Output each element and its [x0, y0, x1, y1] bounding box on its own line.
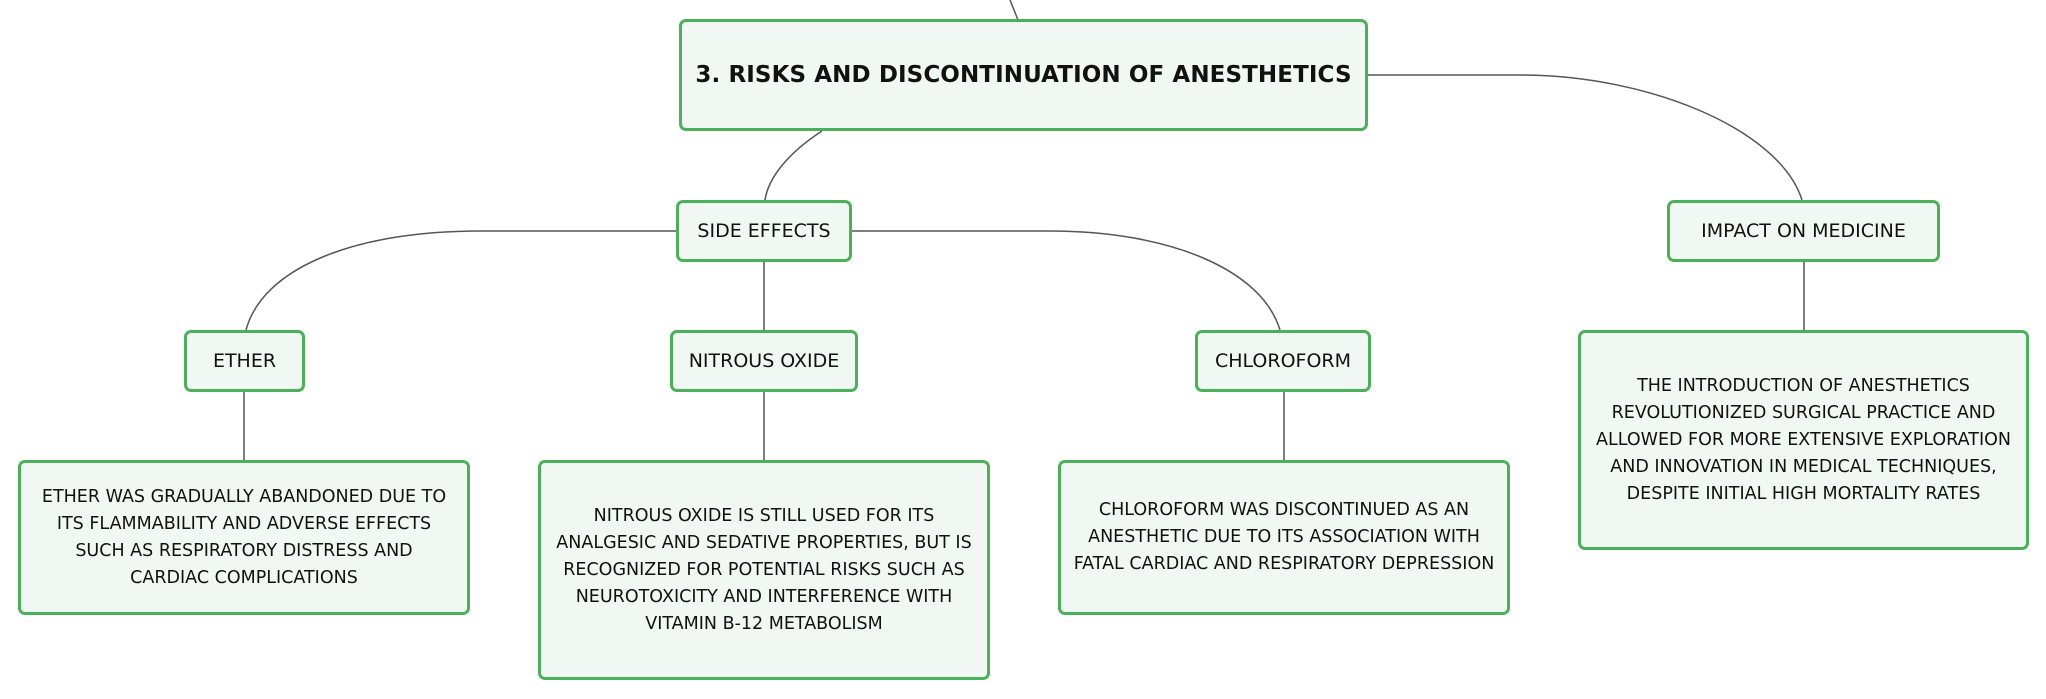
impact-detail-node[interactable]: THE INTRODUCTION OF ANESTHETICS REVOLUTI…: [1578, 330, 2029, 550]
side-effects-label: SIDE EFFECTS: [697, 220, 831, 242]
nitrous-oxide-detail-node[interactable]: NITROUS OXIDE IS STILL USED FOR ITS ANAL…: [538, 460, 990, 680]
chloroform-node[interactable]: CHLOROFORM: [1195, 330, 1371, 392]
connector-side-effects-to-ether: [245, 230, 676, 331]
connector-side-effects-to-chloroform: [852, 230, 1281, 331]
impact-on-medicine-label: IMPACT ON MEDICINE: [1701, 220, 1906, 242]
impact-on-medicine-node[interactable]: IMPACT ON MEDICINE: [1667, 200, 1940, 262]
ether-detail-text: ETHER WAS GRADUALLY ABANDONED DUE TO ITS…: [41, 486, 447, 588]
root-topic-node[interactable]: 3. RISKS AND DISCONTINUATION OF ANESTHET…: [679, 19, 1368, 131]
root-topic-label: 3. RISKS AND DISCONTINUATION OF ANESTHET…: [695, 62, 1352, 88]
connector-root-to-side-effects: [764, 130, 823, 201]
chloroform-label: CHLOROFORM: [1214, 350, 1352, 372]
ether-detail-node[interactable]: ETHER WAS GRADUALLY ABANDONED DUE TO ITS…: [18, 460, 470, 615]
ether-node[interactable]: ETHER: [184, 330, 305, 392]
nitrous-oxide-detail-text: NITROUS OXIDE IS STILL USED FOR ITS ANAL…: [556, 505, 972, 634]
side-effects-node[interactable]: SIDE EFFECTS: [676, 200, 852, 262]
nitrous-oxide-label: NITROUS OXIDE: [688, 350, 840, 372]
connector-root-to-impact: [1368, 74, 1803, 201]
impact-detail-text: THE INTRODUCTION OF ANESTHETICS REVOLUTI…: [1596, 375, 2011, 504]
connector-parent-to-root: [1009, 0, 1019, 21]
ether-label: ETHER: [212, 350, 277, 372]
nitrous-oxide-node[interactable]: NITROUS OXIDE: [670, 330, 858, 392]
chloroform-detail-text: CHLOROFORM WAS DISCONTINUED AS AN ANESTH…: [1073, 500, 1495, 574]
chloroform-detail-node[interactable]: CHLOROFORM WAS DISCONTINUED AS AN ANESTH…: [1058, 460, 1510, 615]
